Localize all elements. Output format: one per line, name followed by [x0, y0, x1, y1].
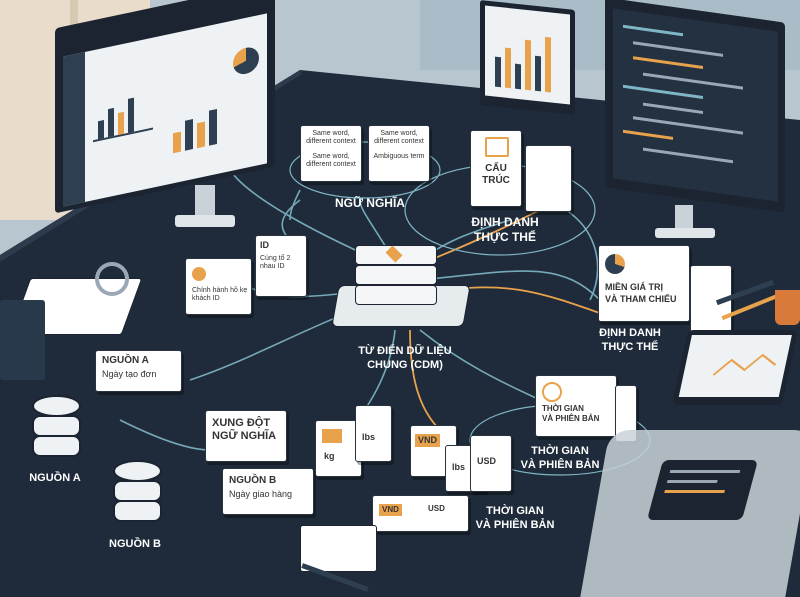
right-monitor	[605, 0, 790, 240]
time-card-2: VÀ PHIÊN BẢN	[542, 414, 600, 423]
time-card: THỜI GIAN VÀ PHIÊN BẢN	[535, 375, 617, 437]
semantics-right-bottom: Ambiguous term	[373, 152, 425, 160]
clock-icon	[542, 382, 562, 402]
value-domain-card: MIỀN GIÁ TRỊ VÀ THAM CHIẾU	[598, 245, 690, 322]
lbs-label-2: lbs	[452, 462, 466, 472]
small-tablet	[646, 460, 759, 520]
usd-label-2: USD	[428, 504, 445, 513]
left-monitor	[55, 0, 280, 230]
semantics-left-top: Same word, different context	[306, 130, 356, 146]
structure-card-stack	[525, 145, 572, 212]
vnd-chip-2: VND	[379, 504, 402, 516]
dashboard-pie	[233, 45, 259, 77]
structure-title-2: TRÚC	[482, 175, 510, 186]
conflict-line-2: NGỮ NGHĨA	[212, 430, 277, 443]
user-icon	[192, 267, 206, 281]
kg-chip	[322, 429, 342, 443]
units-kg-card: kg	[315, 420, 362, 477]
currency-convert-card: VND USD	[372, 495, 469, 532]
semantics-ring	[289, 141, 441, 199]
coffee-cup-icon	[775, 290, 800, 325]
left-monitor-stand	[195, 185, 215, 220]
customer-id-card-b: ID Cùng tổ 2 nhau ID	[255, 235, 307, 297]
customer-id-title-b: ID	[260, 240, 269, 250]
time-label-bottom-2: VÀ PHIÊN BẢN	[475, 519, 555, 531]
code-screen	[613, 8, 778, 202]
usd-label: USD	[477, 456, 497, 466]
notepad	[300, 525, 377, 572]
dashboard-chart	[93, 87, 153, 143]
value-domain-1: MIỀN GIÁ TRỊ	[605, 282, 663, 292]
right-monitor-base	[655, 228, 715, 238]
small-monitor-screen	[485, 5, 570, 105]
source-a-title: NGUỒN A	[102, 355, 149, 366]
source-a-card: NGUỒN A Ngày tạo đơn	[95, 350, 182, 392]
vnd-chip: VND	[415, 434, 441, 447]
time-label-right-2: VÀ PHIÊN BẢN	[520, 459, 600, 471]
time-label-bottom-1: THỜI GIAN	[486, 505, 544, 517]
time-card-1: THỜI GIAN	[542, 404, 584, 413]
structure-card: CẤU TRÚC	[470, 130, 522, 207]
customer-id-card-a: Chính hành hồ kẹ khách ID	[185, 258, 252, 315]
small-monitor	[480, 0, 575, 115]
lbs-label: lbs	[362, 432, 376, 442]
conflict-line-1: XUNG ĐỘT	[212, 417, 271, 429]
dashboard-bars	[173, 98, 243, 154]
cdm-label-1: TỪ ĐIỂN DỮ LIỆU	[358, 345, 452, 357]
kg-label: kg	[324, 451, 335, 461]
customer-id-text-a: Chính hành hồ kẹ khách ID	[192, 287, 248, 303]
semantics-left-bottom: Same word, different context	[306, 152, 356, 169]
left-monitor-base	[175, 215, 235, 227]
value-domain-2: VÀ THAM CHIẾU	[605, 294, 677, 304]
database-a-icon	[32, 395, 81, 460]
value-pie-icon	[605, 254, 625, 274]
tablet	[672, 330, 798, 405]
hierarchy-icon	[485, 137, 509, 157]
identity-right-2: THỰC THỂ	[601, 341, 659, 353]
semantics-card-left: Same word, different context Same word, …	[300, 125, 362, 182]
database-b-icon	[113, 460, 162, 525]
cdm-stack	[355, 245, 437, 305]
source-b-title: NGUỒN B	[229, 475, 277, 486]
identity-top-2: THỰC THỂ	[474, 230, 536, 244]
tablet-screen	[678, 335, 792, 397]
structure-title-1: CẤU	[485, 163, 507, 174]
database-a-label: NGUỒN A	[29, 472, 81, 484]
customer-id-text-b: Cùng tổ 2 nhau ID	[260, 254, 291, 271]
magnifier-icon	[95, 262, 129, 296]
time-label-right-1: THỜI GIAN	[531, 445, 589, 457]
semantics-label: NGỮ NGHĨA	[335, 196, 405, 210]
conflict-card: XUNG ĐỘT NGỮ NGHĨA	[205, 410, 287, 462]
cdm-label-2: CHUNG (CDM)	[367, 359, 443, 371]
source-b-field: Ngày giao hàng	[229, 489, 293, 499]
units-lbs-card: lbs	[355, 405, 392, 462]
right-monitor-stand	[675, 205, 693, 230]
source-a-field: Ngày tạo đơn	[102, 369, 157, 379]
identity-top-1: ĐỊNH DANH	[471, 215, 539, 229]
currency-card-c: USD	[470, 435, 512, 492]
closed-notebook	[0, 300, 45, 380]
identity-right-1: ĐỊNH DANH	[599, 327, 661, 339]
source-b-card: NGUỒN B Ngày giao hàng	[222, 468, 314, 515]
dashboard-sidebar	[63, 52, 85, 207]
semantics-right-top: Same word, different context	[374, 130, 424, 146]
database-b-label: NGUỒN B	[109, 538, 161, 550]
semantics-card-right: Same word, different context Ambiguous t…	[368, 125, 430, 182]
